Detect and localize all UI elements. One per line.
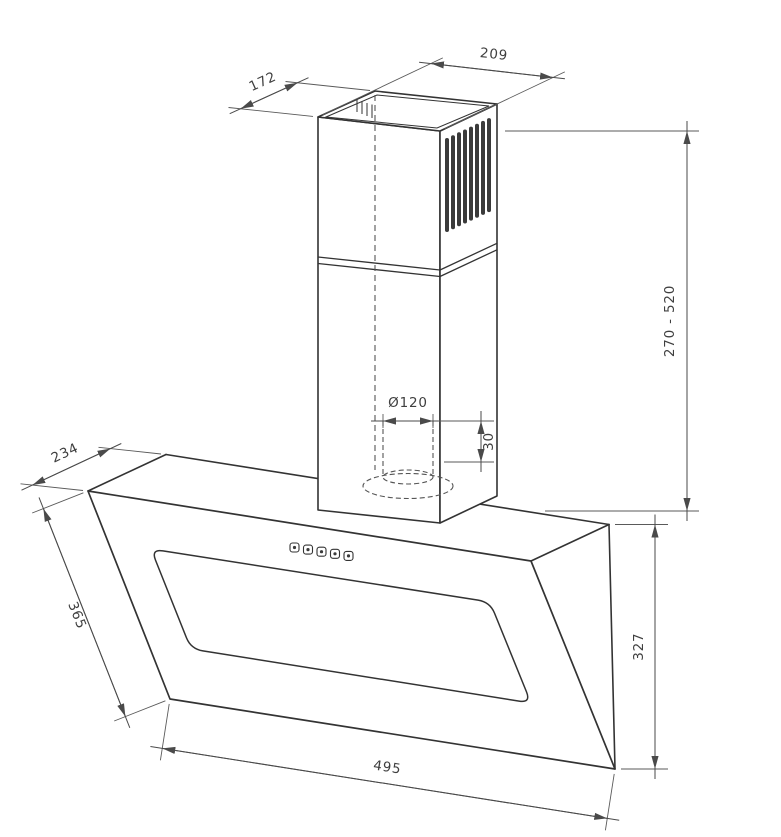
dimension-top-depth: 234: [20, 440, 162, 491]
dimension-chimney-height: 270 - 520: [505, 121, 699, 521]
dimension-body-width: 495: [150, 703, 620, 831]
dimension-body-height: 327: [615, 514, 668, 779]
hood-side-top-edge: [530, 523, 610, 562]
hood-control-buttons: [289, 542, 354, 561]
hood-control-button: [302, 544, 314, 555]
dim-label-duct-width: 209: [479, 45, 509, 64]
hood-control-button: [289, 542, 300, 553]
hood-control-button: [343, 550, 354, 561]
chimney-duct: [317, 90, 498, 524]
glass-inner-frame: [153, 549, 529, 703]
dim-label-duct-depth: 172: [247, 69, 279, 95]
dimension-duct-depth: 172: [228, 69, 371, 117]
dim-label-chimney-height: 270 - 520: [662, 285, 678, 357]
hood-control-button: [316, 546, 327, 557]
glass-panel: [87, 490, 616, 770]
duct-outlet-hidden-lines: [362, 95, 454, 500]
duct-vent-slots: [445, 118, 491, 232]
outlet-spigot-ellipse: [382, 469, 434, 485]
dim-label-body-width: 495: [372, 757, 402, 777]
dimension-spigot-height: 30: [438, 411, 497, 472]
duct-top-inner-rim: [324, 94, 490, 129]
dimension-outlet-diameter: Ø120: [371, 395, 445, 428]
dim-label-top-depth: 234: [49, 440, 81, 466]
dim-label-spigot-height: 30: [481, 432, 497, 451]
hood-back-right-edge: [608, 523, 616, 770]
dimension-duct-width: 209: [322, 45, 565, 130]
hood-control-button: [329, 548, 341, 559]
duct-telescopic-joint: [317, 242, 498, 278]
duct-front-face: [317, 116, 441, 524]
duct-top-hatch: [356, 99, 373, 118]
dim-label-body-height: 327: [631, 633, 647, 661]
hood-body: [87, 490, 616, 770]
dim-label-outlet-diameter: Ø120: [388, 395, 428, 411]
dim-label-glass-height: 365: [64, 599, 89, 631]
outlet-hole-ellipse: [362, 472, 454, 500]
